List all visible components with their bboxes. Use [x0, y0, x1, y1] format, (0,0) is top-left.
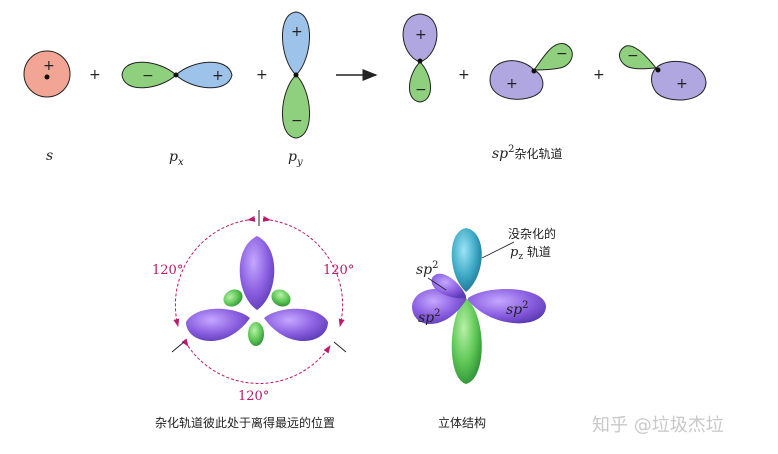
s-sign: + [43, 58, 55, 74]
label-py: py [288, 149, 303, 168]
pz-note-line2: pz 轨道 [510, 245, 551, 262]
angle-label-top-left: 120° [152, 263, 183, 278]
sp2-orbital-left-down: + − [489, 43, 573, 100]
sp2-orbital-up: + − [402, 13, 438, 103]
pz-note-line1: 没杂化的 [508, 226, 556, 241]
plus-4: + [593, 67, 605, 83]
py-pos-sign: + [291, 24, 303, 40]
angle-arc-bottom [181, 338, 331, 384]
sp2-2-pos-sign: + [506, 76, 518, 92]
px-neg-sign: − [142, 68, 154, 84]
py-neg-sign: − [291, 113, 303, 129]
sp2-3-neg-sign: − [627, 48, 639, 64]
planar-sp2-diagram: 120° 120° 120° [152, 210, 354, 404]
stereo-sp2-label-right: sp2 [506, 300, 529, 318]
s-orbital: + [23, 50, 71, 98]
planar-caption: 杂化轨道彼此处于离得最远的位置 [155, 415, 335, 430]
sp2-up-neg-sign: − [415, 82, 427, 98]
stereo-sp2-label-top: sp2 [416, 260, 439, 278]
plus-2: + [256, 67, 268, 83]
py-orbital: + − [282, 11, 310, 139]
angle-arc-left [173, 215, 256, 327]
px-pos-sign: + [212, 68, 224, 84]
sp2-orbital-right-down: + − [618, 45, 707, 101]
sp2-2-neg-sign: − [556, 46, 568, 62]
stereo-structure: sp2 sp2 sp2 没杂化的 pz 轨道 [412, 226, 556, 384]
plus-3: + [458, 67, 470, 83]
angle-arc-right [262, 215, 345, 327]
angle-label-bottom: 120° [238, 389, 269, 404]
plus-1: + [89, 67, 101, 83]
stereo-caption: 立体结构 [438, 415, 486, 430]
label-sp2-hybrid: sp2杂化轨道 [492, 144, 563, 162]
label-px: px [169, 149, 184, 168]
sp2-3-pos-sign: + [676, 76, 688, 92]
px-orbital: − + [121, 61, 233, 89]
angle-label-top-right: 120° [323, 263, 354, 278]
watermark: 知乎 @垃圾杰垃 [592, 415, 724, 436]
sp2-up-pos-sign: + [415, 27, 427, 43]
stereo-sp2-label-left: sp2 [418, 308, 441, 326]
label-s: s [46, 148, 53, 164]
